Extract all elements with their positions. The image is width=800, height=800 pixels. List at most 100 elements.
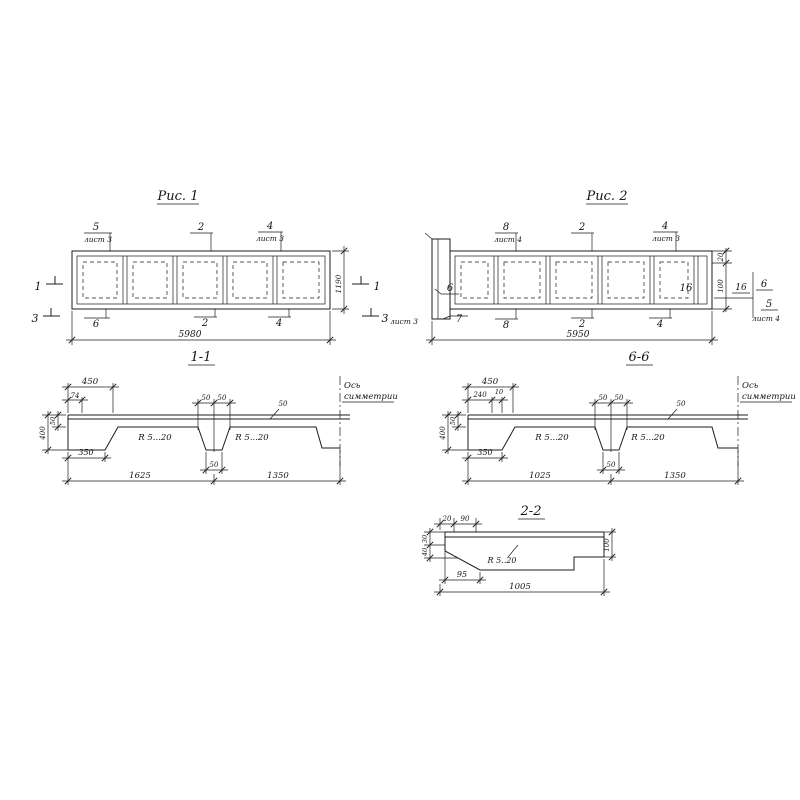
sec11-dim-74: 74 [71, 392, 80, 400]
sec66-axis-label-2: симметрии [742, 392, 796, 402]
sec11-dim-1625: 1625 [129, 471, 151, 481]
sec66-dim-rot-400: 400 [439, 426, 447, 441]
fig1-title: Рис. 1 [157, 189, 199, 204]
fig1-section-marks: 1 3 1 3 лист 3 [32, 276, 418, 326]
fig1-callout-4-bottom: 4 [275, 318, 282, 329]
fig1-top-callouts: 5 лист 3 2 4 лист 3 [84, 221, 284, 251]
fig1-section-1-left: 1 [35, 280, 42, 293]
sec66-dim-450: 450 [481, 377, 499, 387]
fig2-callout-5-right: 5 [766, 299, 772, 310]
sec11-dim-1350: 1350 [267, 471, 289, 481]
fig1-section-1-right: 1 [374, 280, 381, 293]
fig2-callout-8-top: 8 [503, 222, 509, 233]
sec66-profile [467, 414, 748, 451]
sec11-axis-label-2: симметрии [344, 392, 398, 402]
section-2-2: 2-2 20 90 30 40 100 95 [421, 504, 616, 596]
fig1-callout-2-bottom: 2 [201, 318, 208, 329]
section-6-6: 6-6 450 240 10 50 50 50 [439, 350, 796, 485]
fig1-section-3-left: 3 [32, 312, 39, 325]
fig1-dimensions: 5980 1190 [66, 246, 349, 345]
fig1-section-3-right: 3 [382, 312, 389, 325]
sec11-dim-rot-400: 400 [39, 426, 47, 441]
fig2-callout-2-bottom: 2 [578, 319, 585, 330]
sec66-dimensions: 450 240 10 50 50 50 50 400 350 50 [439, 377, 744, 485]
sec11-profile [67, 414, 350, 451]
sec22-dim-1005: 1005 [509, 582, 531, 592]
fig1-callout-4-top: 4 [266, 221, 273, 232]
sec22-title: 2-2 [520, 504, 542, 519]
sec66-dim-leader-50: 50 [677, 400, 686, 408]
fig2-callout-16-inner: 16 [680, 283, 693, 294]
fig2-callout-16-right: 16 [735, 283, 747, 293]
fig2-sheet-ref-4: лист 3 [652, 234, 680, 243]
sec66-dim-50a: 50 [599, 394, 608, 402]
fig2-callout-6-right: 6 [761, 279, 768, 290]
sec11-dim-50c: 50 [210, 461, 219, 469]
sec11-dim-leader-50: 50 [279, 400, 288, 408]
sec22-profile [444, 531, 605, 571]
sec66-dim-350: 350 [477, 448, 492, 457]
sec11-dim-rot-50: 50 [49, 417, 57, 425]
sec66-dim-1025: 1025 [529, 471, 551, 481]
sec66-radius-2: R 5...20 [630, 433, 665, 443]
sec22-dim-rot-100: 100 [603, 538, 611, 552]
fig1-callout-5: 5 [93, 222, 99, 233]
fig2-left-callouts: 6 7 [434, 283, 468, 325]
sec66-dim-rot-50: 50 [449, 417, 457, 425]
fig1-callout-2-top: 2 [197, 222, 204, 233]
sec66-dim-10: 10 [495, 388, 503, 396]
sec22-dim-rot-30: 30 [421, 535, 429, 543]
fig2-callout-4-top: 4 [661, 221, 668, 232]
fig2-dim-length: 5950 [567, 330, 590, 340]
sec22-radius: R 5..20 [487, 556, 517, 565]
sec11-dim-50b: 50 [218, 394, 227, 402]
fig2-dimensions: 5950 [426, 311, 718, 345]
fig1-dim-length: 5980 [179, 330, 202, 340]
sec11-dimensions: 450 74 50 50 50 50 400 350 50 [39, 377, 346, 485]
sec11-dim-50a: 50 [202, 394, 211, 402]
fig1-callout-6: 6 [93, 319, 100, 330]
sec22-labels: R 5..20 [487, 544, 519, 565]
fig2-sheet-ref-5: лист 4 [752, 314, 780, 323]
sec11-dim-350: 350 [78, 448, 93, 457]
fig2-sheet-ref-8: лист 4 [494, 235, 522, 244]
sec66-dim-50b: 50 [615, 394, 624, 402]
fig2-title: Рис. 2 [586, 189, 628, 204]
sec22-dim-95: 95 [457, 570, 467, 579]
sec66-dim-50c: 50 [607, 461, 616, 469]
fig2-panel-outline [424, 232, 713, 320]
sec66-radius-1: R 5...20 [534, 433, 569, 443]
figure-1-plan: Рис. 1 5 лист 3 2 4 лист 3 [32, 189, 418, 345]
fig1-bottom-callouts: 6 2 4 [84, 309, 291, 330]
sec22-dim-90: 90 [461, 515, 470, 523]
figure-2-plan: Рис. 2 8 лист 4 2 4 [424, 189, 780, 345]
sec11-title: 1-1 [191, 350, 212, 365]
fig2-callout-6-left: 6 [447, 283, 454, 294]
fig1-sheet-ref-4: лист 3 [256, 234, 284, 243]
fig2-callout-4-bottom: 4 [656, 319, 663, 330]
fig2-bottom-callouts: 8 2 4 [495, 309, 672, 331]
fig2-top-callouts: 8 лист 4 2 4 лист 3 [494, 221, 680, 251]
fig2-callout-8-bottom: 8 [503, 320, 509, 331]
sec66-dim-1350: 1350 [664, 471, 686, 481]
fig1-dim-height: 1190 [334, 274, 343, 293]
fig2-callout-7: 7 [456, 314, 463, 325]
sec11-labels: R 5...20 R 5...20 Ось симметрии [137, 376, 398, 466]
fig1-sheet-ref-3: лист 3 [390, 317, 418, 326]
sec66-dim-240: 240 [472, 391, 487, 399]
fig1-panel-outline [71, 250, 331, 310]
sec22-dim-20: 20 [442, 515, 452, 523]
fig2-callout-2-top: 2 [578, 222, 585, 233]
sec66-labels: R 5...20 R 5...20 Ось симметрии [534, 376, 796, 466]
fig1-sheet-ref-5: лист 3 [84, 235, 112, 244]
fig2-dim-100: 100 [717, 279, 725, 293]
fig2-right-callouts: 16 20 100 16 6 5 лист 4 [680, 247, 780, 323]
sec66-axis-label-1: Ось [742, 381, 759, 391]
sec11-dim-450: 450 [81, 377, 99, 387]
section-1-1: 1-1 450 74 50 50 50 50 [39, 350, 398, 485]
fig2-dim-20: 20 [717, 252, 725, 262]
sec11-radius-2: R 5...20 [234, 433, 269, 443]
sec22-dim-rot-40: 40 [421, 548, 429, 557]
